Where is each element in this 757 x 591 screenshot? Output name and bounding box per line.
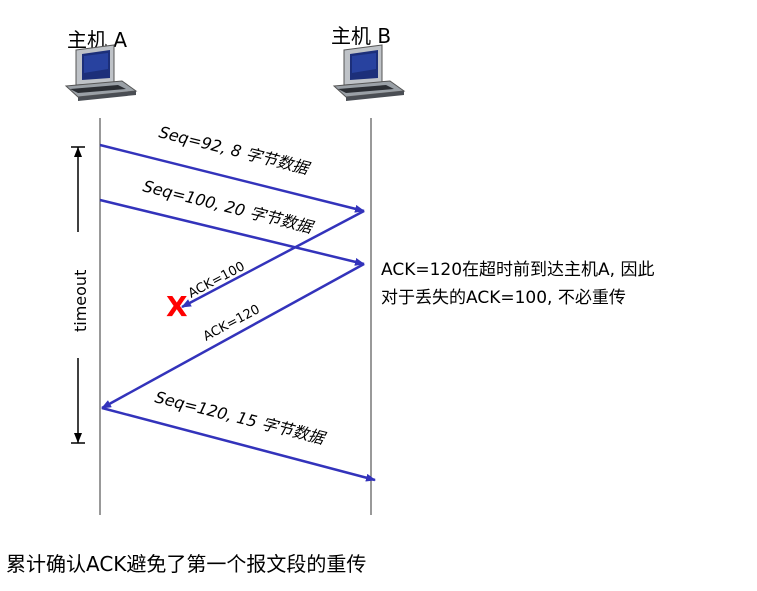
- caption: 累计确认ACK避免了第一个报文段的重传: [6, 552, 367, 576]
- ack-label-ack100: ACK=100: [186, 259, 248, 301]
- computer-icon-host-a: [64, 44, 138, 101]
- ack-label-ack120: ACK=120: [201, 302, 263, 344]
- note-text: ACK=120在超时前到达主机A, 因此 对于丢失的ACK=100, 不必重传: [381, 256, 654, 312]
- timeout-label: timeout: [71, 270, 90, 332]
- note-line-1: ACK=120在超时前到达主机A, 因此: [381, 260, 655, 280]
- timeout-arrowhead-down: [74, 433, 82, 443]
- ack-arrow-ack120: [101, 262, 365, 410]
- lost-ack-x-icon: X: [166, 290, 188, 323]
- segment-label-seq100: Seq=100, 20 字节数据: [141, 176, 316, 237]
- segment-label-seq120: Seq=120, 15 字节数据: [153, 387, 328, 448]
- ack-arrow-ack100: [181, 209, 365, 309]
- segment-arrow-seq92: [99, 143, 365, 213]
- timeout-arrowhead-up: [74, 147, 82, 157]
- note-line-2: 对于丢失的ACK=100, 不必重传: [381, 288, 626, 308]
- segment-arrow-seq120: [101, 406, 376, 482]
- computer-icon-host-b: [332, 44, 406, 101]
- segment-label-seq92: Seq=92, 8 字节数据: [157, 122, 312, 178]
- segment-arrow-seq100: [99, 198, 365, 266]
- host-b-label: 主机 B: [331, 24, 392, 48]
